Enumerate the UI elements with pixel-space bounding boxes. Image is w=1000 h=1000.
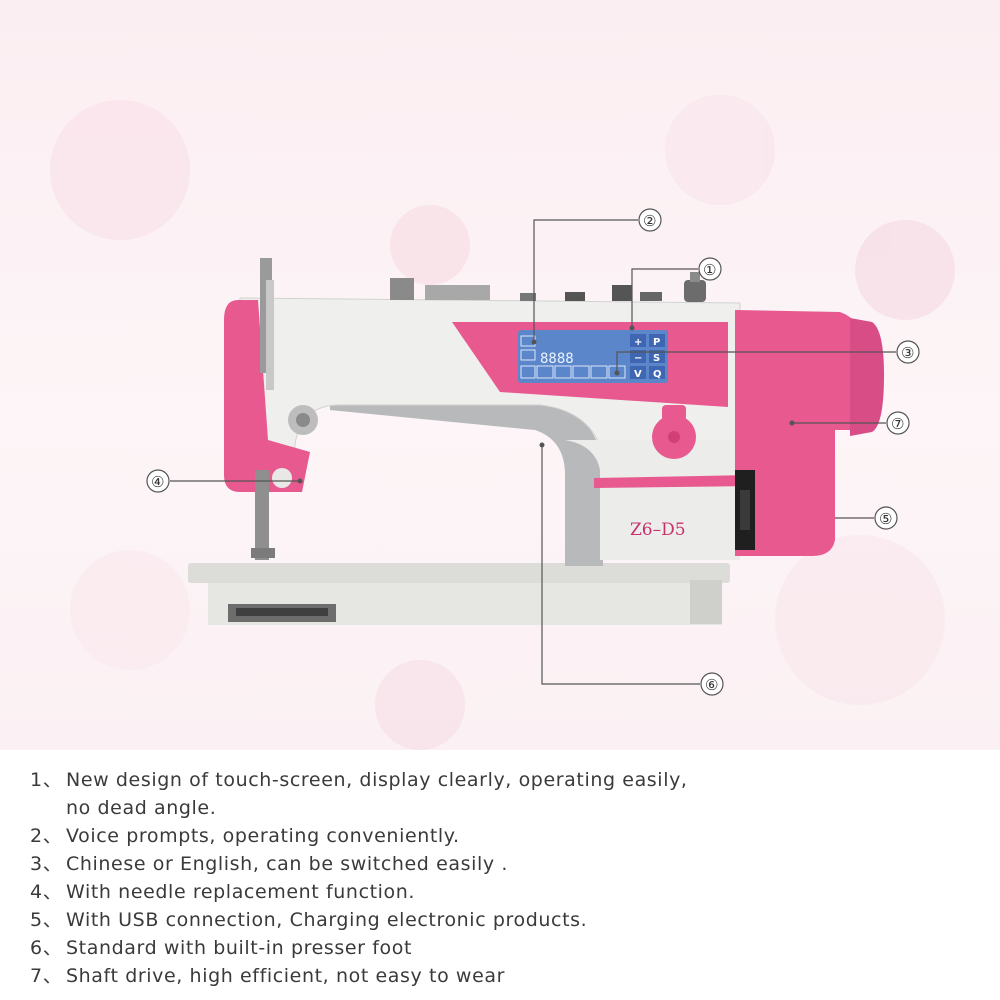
- callout-2: ②: [643, 212, 656, 230]
- feature-text: Voice prompts, operating conveniently.: [66, 825, 460, 847]
- feature-text: With USB connection, Charging electronic…: [66, 909, 588, 931]
- machine-pillar: [330, 390, 603, 566]
- key-plus[interactable]: +: [634, 337, 642, 348]
- key-p[interactable]: P: [653, 337, 660, 348]
- display-digits: 8888: [540, 351, 574, 367]
- feature-item: 1、 New design of touch-screen, display c…: [30, 766, 980, 794]
- key-minus[interactable]: −: [634, 353, 642, 364]
- motor-housing: [735, 310, 864, 556]
- feature-item: 4、 With needle replacement function.: [30, 878, 980, 906]
- feature-text: Chinese or English, can be switched easi…: [66, 853, 509, 875]
- callout-labels: ① ② ③ ④ ⑤ ⑥ ⑦: [146, 208, 920, 696]
- feature-text: With needle replacement function.: [66, 881, 416, 903]
- feature-list: 1、 New design of touch-screen, display c…: [30, 766, 980, 990]
- sewing-machine-illustration: 8888 + P − S V Q: [50, 95, 955, 750]
- feature-number: 5、: [30, 909, 63, 931]
- callout-6: ⑥: [705, 676, 718, 694]
- feature-item: 7、 Shaft drive, high efficient, not easy…: [30, 962, 980, 990]
- feature-number: 2、: [30, 825, 63, 847]
- handwheel: [850, 318, 884, 436]
- machine-bed: [188, 563, 730, 625]
- background-bokeh: [50, 95, 955, 750]
- needle-assembly: [251, 258, 318, 560]
- feature-item-continuation: no dead angle.: [30, 794, 980, 822]
- key-q[interactable]: Q: [653, 369, 662, 380]
- feature-text: Shaft drive, high efficient, not easy to…: [66, 965, 506, 987]
- key-v[interactable]: V: [634, 369, 642, 380]
- panel-keys: + P − S V Q: [630, 334, 665, 380]
- back-lever: [594, 475, 757, 488]
- feature-number: 1、: [30, 769, 63, 791]
- top-fittings: [390, 272, 706, 302]
- feature-item: 3、 Chinese or English, can be switched e…: [30, 850, 980, 878]
- callout-dots: [297, 325, 795, 484]
- feature-number: 6、: [30, 937, 63, 959]
- callout-5: ⑤: [879, 510, 892, 528]
- arm-lower-body: [565, 440, 740, 560]
- feature-item: 5、 With USB connection, Charging electro…: [30, 906, 980, 934]
- model-label: Z6–D5: [630, 520, 686, 540]
- feature-text: no dead angle.: [66, 797, 217, 819]
- key-s[interactable]: S: [653, 353, 660, 364]
- feature-number: 7、: [30, 965, 63, 987]
- feature-item: 2、 Voice prompts, operating conveniently…: [30, 822, 980, 850]
- callout-1: ①: [703, 261, 716, 279]
- callout-3: ③: [901, 344, 914, 362]
- feature-item: 6、 Standard with built-in presser foot: [30, 934, 980, 962]
- product-image-area: 8888 + P − S V Q: [0, 0, 1000, 750]
- head-cover-pink: [224, 300, 310, 492]
- feature-number: 4、: [30, 881, 63, 903]
- callout-4: ④: [151, 473, 164, 491]
- feature-text: New design of touch-screen, display clea…: [66, 769, 688, 791]
- callout-lines: [170, 219, 896, 685]
- callout-7: ⑦: [891, 415, 904, 433]
- feature-text: Standard with built-in presser foot: [66, 937, 413, 959]
- feature-number: 3、: [30, 853, 63, 875]
